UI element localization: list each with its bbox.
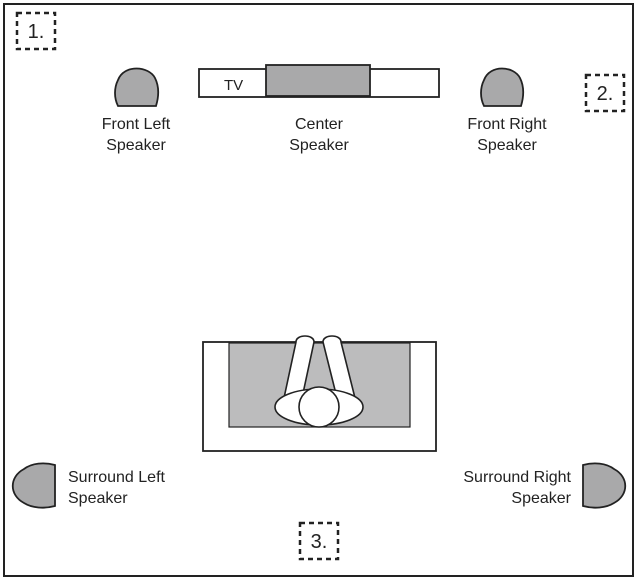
- surround-left-speaker-label-line2: Speaker: [68, 490, 128, 507]
- tv-unit: TV: [198, 64, 440, 98]
- front-right-speaker-icon: [480, 67, 525, 107]
- center-speaker-label-line1: Center: [295, 116, 344, 133]
- surround-right-speaker-label-line2: Speaker: [511, 490, 571, 507]
- tv-label: TV: [224, 77, 243, 94]
- front-left-speaker-icon: [114, 67, 160, 107]
- front-left-speaker-label-line2: Speaker: [106, 137, 166, 154]
- surround-left-speaker-icon: [11, 462, 56, 509]
- surround-right-speaker-label-line1: Surround Right: [463, 469, 571, 486]
- front-right-speaker-label-line2: Speaker: [477, 137, 537, 154]
- center-speaker-label-line2: Speaker: [289, 137, 349, 154]
- position-label-3: 3.: [311, 531, 328, 553]
- front-left-speaker-label-line1: Front Left: [102, 116, 171, 133]
- listener-icon: [274, 335, 364, 428]
- position-marker-1: 1.: [15, 11, 57, 51]
- position-label-1: 1.: [28, 21, 45, 43]
- position-marker-3: 3.: [298, 521, 340, 561]
- surround-right-speaker-icon: [582, 462, 627, 509]
- position-marker-2: 2.: [584, 73, 626, 113]
- room-border: [3, 3, 634, 577]
- center-speaker-icon: [265, 64, 371, 97]
- position-label-2: 2.: [597, 83, 614, 105]
- front-right-speaker-label-line1: Front Right: [467, 116, 547, 133]
- surround-left-speaker-label-line1: Surround Left: [68, 469, 166, 486]
- center-speaker-label: Center Speaker: [289, 116, 349, 154]
